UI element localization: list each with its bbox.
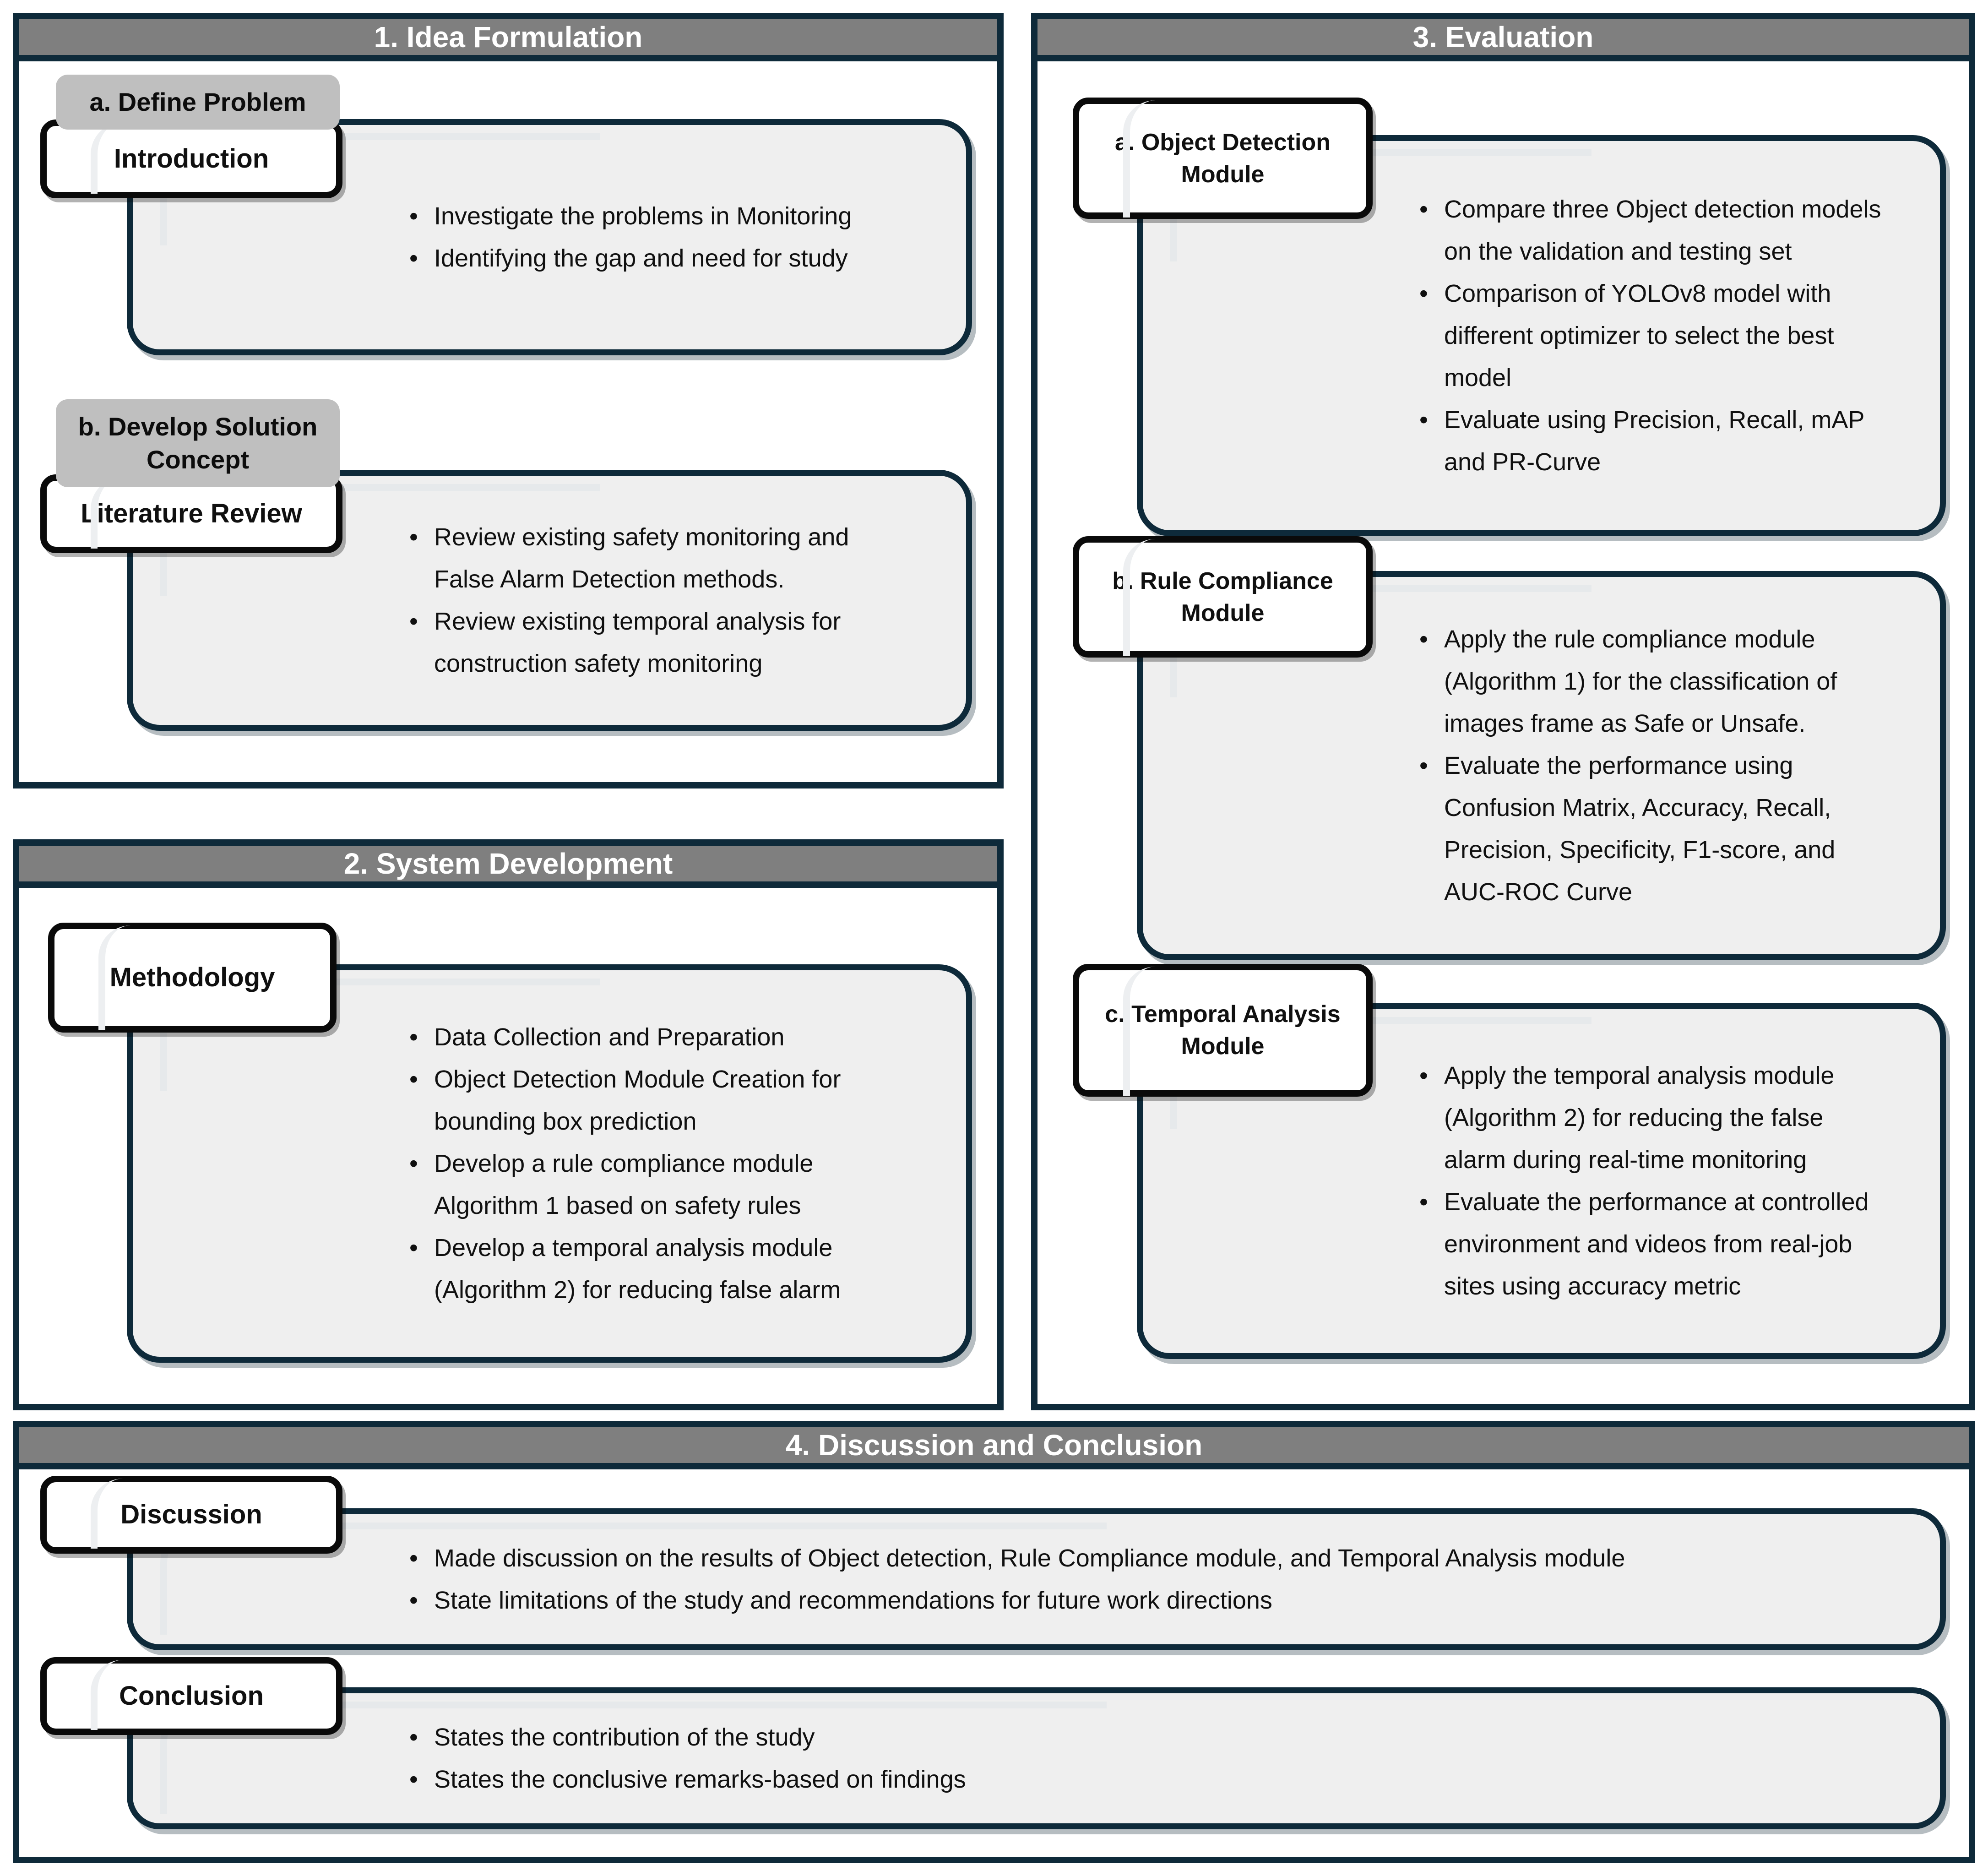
- label-text: Introduction: [114, 144, 269, 174]
- tag-label: b. Develop Solution Concept: [56, 399, 340, 487]
- section-header: 2. System Development: [19, 846, 997, 888]
- bullet-item: Evaluate the performance using Confusion…: [1418, 745, 1885, 913]
- label-text: c. Temporal Analysis Module: [1105, 1001, 1341, 1060]
- module-object-detection: a. Object Detection Module Compare three…: [1037, 98, 1969, 536]
- bullet-list: Apply the temporal analysis module (Algo…: [1418, 1055, 1885, 1307]
- section-evaluation: 3. Evaluation a. Object Detection Module…: [1031, 13, 1975, 1410]
- label-text: Methodology: [109, 962, 275, 992]
- label-text: Conclusion: [119, 1681, 264, 1711]
- section-system-development: 2. System Development Methodology Data C…: [13, 839, 1004, 1410]
- section-header: 3. Evaluation: [1037, 19, 1969, 61]
- bullet-item: Evaluate using Precision, Recall, mAP an…: [1418, 399, 1885, 483]
- bullet-item: Made discussion on the results of Object…: [407, 1537, 1625, 1579]
- bullet-item: Review existing safety monitoring and Fa…: [407, 516, 911, 600]
- content-box: States the contribution of the study Sta…: [127, 1687, 1946, 1829]
- section-body: Methodology Data Collection and Preparat…: [19, 923, 997, 1363]
- section-body: a. Object Detection Module Compare three…: [1037, 98, 1969, 1359]
- section-title: 3. Evaluation: [1412, 21, 1594, 54]
- module-define-problem: a. Define Problem Introduction Investiga…: [19, 75, 997, 355]
- bullet-item: Evaluate the performance at controlled e…: [1418, 1181, 1885, 1307]
- module-methodology: Methodology Data Collection and Preparat…: [19, 923, 997, 1363]
- section-body: a. Define Problem Introduction Investiga…: [19, 75, 997, 731]
- bullet-item: States the contribution of the study: [407, 1716, 966, 1758]
- content-box: Made discussion on the results of Object…: [127, 1508, 1946, 1650]
- section-title: 2. System Development: [343, 847, 673, 880]
- module-rule-compliance: b. Rule Compliance Module Apply the rule…: [1037, 536, 1969, 960]
- bullet-item: Identifying the gap and need for study: [407, 237, 852, 279]
- bullet-item: States the conclusive remarks-based on f…: [407, 1758, 966, 1800]
- section-header: 1. Idea Formulation: [19, 19, 997, 61]
- label-box: c. Temporal Analysis Module: [1073, 964, 1373, 1097]
- bullet-item: Comparison of YOLOv8 model with differen…: [1418, 272, 1885, 399]
- label-text: Discussion: [120, 1500, 262, 1529]
- content-box: Investigate the problems in Monitoring I…: [127, 119, 972, 355]
- tag-label: a. Define Problem: [56, 75, 340, 130]
- label-text: Literature Review: [81, 499, 302, 528]
- module-discussion: Discussion Made discussion on the result…: [19, 1476, 1969, 1650]
- bullet-list: Investigate the problems in Monitoring I…: [407, 195, 852, 279]
- section-discussion-conclusion: 4. Discussion and Conclusion Discussion …: [13, 1421, 1975, 1863]
- bullet-list: States the contribution of the study Sta…: [407, 1716, 966, 1800]
- label-text: b. Rule Compliance Module: [1112, 567, 1333, 626]
- module-develop-solution-concept: b. Develop Solution Concept Literature R…: [19, 399, 997, 731]
- section-title: 1. Idea Formulation: [374, 21, 643, 54]
- bullet-item: Compare three Object detection models on…: [1418, 188, 1885, 272]
- bullet-list: Data Collection and Preparation Object D…: [407, 1016, 911, 1311]
- section-body: Discussion Made discussion on the result…: [19, 1476, 1969, 1829]
- bullet-list: Made discussion on the results of Object…: [407, 1537, 1625, 1621]
- bullet-list: Compare three Object detection models on…: [1418, 188, 1885, 483]
- section-idea-formulation: 1. Idea Formulation a. Define Problem In…: [13, 13, 1004, 788]
- section-header: 4. Discussion and Conclusion: [19, 1427, 1969, 1469]
- label-box: a. Object Detection Module: [1073, 98, 1373, 219]
- bullet-list: Apply the rule compliance module (Algori…: [1418, 618, 1885, 913]
- bullet-item: Data Collection and Preparation: [407, 1016, 911, 1058]
- bullet-item: State limitations of the study and recom…: [407, 1579, 1625, 1621]
- bullet-list: Review existing safety monitoring and Fa…: [407, 516, 911, 685]
- bullet-item: Develop a temporal analysis module (Algo…: [407, 1227, 911, 1311]
- module-temporal-analysis: c. Temporal Analysis Module Apply the te…: [1037, 964, 1969, 1359]
- bullet-item: Develop a rule compliance module Algorit…: [407, 1142, 911, 1227]
- label-box: Introduction: [40, 120, 342, 198]
- section-title: 4. Discussion and Conclusion: [785, 1429, 1203, 1462]
- label-box: Conclusion: [40, 1657, 342, 1735]
- bullet-item: Investigate the problems in Monitoring: [407, 195, 852, 237]
- bullet-item: Apply the rule compliance module (Algori…: [1418, 618, 1885, 745]
- label-box: Methodology: [48, 923, 337, 1033]
- bullet-item: Object Detection Module Creation for bou…: [407, 1058, 911, 1142]
- bullet-item: Apply the temporal analysis module (Algo…: [1418, 1055, 1885, 1181]
- label-box: b. Rule Compliance Module: [1073, 536, 1373, 658]
- module-conclusion: Conclusion States the contribution of th…: [19, 1657, 1969, 1829]
- bullet-item: Review existing temporal analysis for co…: [407, 600, 911, 685]
- label-box: Discussion: [40, 1476, 342, 1554]
- label-text: a. Object Detection Module: [1115, 129, 1331, 188]
